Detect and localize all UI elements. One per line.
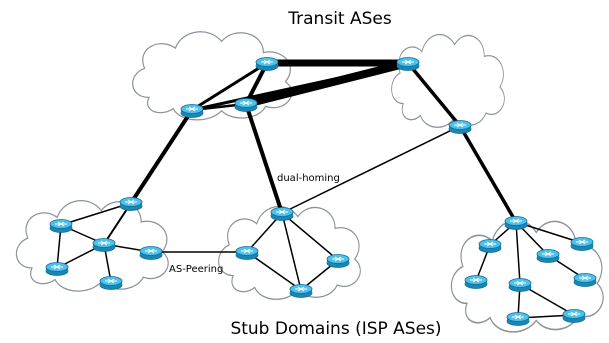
router-icon xyxy=(570,237,594,251)
router-icon xyxy=(562,309,586,323)
router-icon xyxy=(536,249,560,263)
router-icon xyxy=(235,246,259,260)
title-transit-ases: Transit ASes xyxy=(287,9,392,29)
router-icon xyxy=(92,238,116,252)
title-stub-domains: Stub Domains (ISP ASes) xyxy=(230,319,441,339)
router-icon xyxy=(45,262,69,276)
router-icon xyxy=(506,312,530,326)
link-dual-homing xyxy=(244,102,284,215)
stub-cloud-left xyxy=(15,200,169,292)
router-icon xyxy=(396,57,420,71)
link-transit-core-4 xyxy=(190,61,269,112)
router-icon xyxy=(49,219,73,233)
router-icon xyxy=(478,239,502,253)
router-icon xyxy=(448,120,472,134)
router-icon xyxy=(508,278,532,292)
router-icon xyxy=(255,57,279,71)
link-transit-to-stub-left xyxy=(129,108,194,205)
label-as-peering: AS-Peering xyxy=(169,264,223,275)
router-icon xyxy=(99,276,123,290)
link-transit-right-to-stub-right xyxy=(458,124,518,224)
router-icon xyxy=(289,284,313,298)
link-transit-right-to-stub-middle xyxy=(281,125,461,214)
router-icon xyxy=(234,98,258,112)
link-transit-core-7 xyxy=(406,61,462,128)
link-transit-core-5 xyxy=(190,61,410,112)
router-icon xyxy=(464,275,488,289)
router-icon xyxy=(270,207,294,221)
router-icon xyxy=(573,273,597,287)
router-icon xyxy=(119,197,143,211)
router-icon xyxy=(180,104,204,118)
label-dual-homing: dual-homing xyxy=(277,173,340,184)
router-icon xyxy=(139,246,163,260)
router-icon xyxy=(504,216,528,230)
router-icon xyxy=(326,254,350,268)
